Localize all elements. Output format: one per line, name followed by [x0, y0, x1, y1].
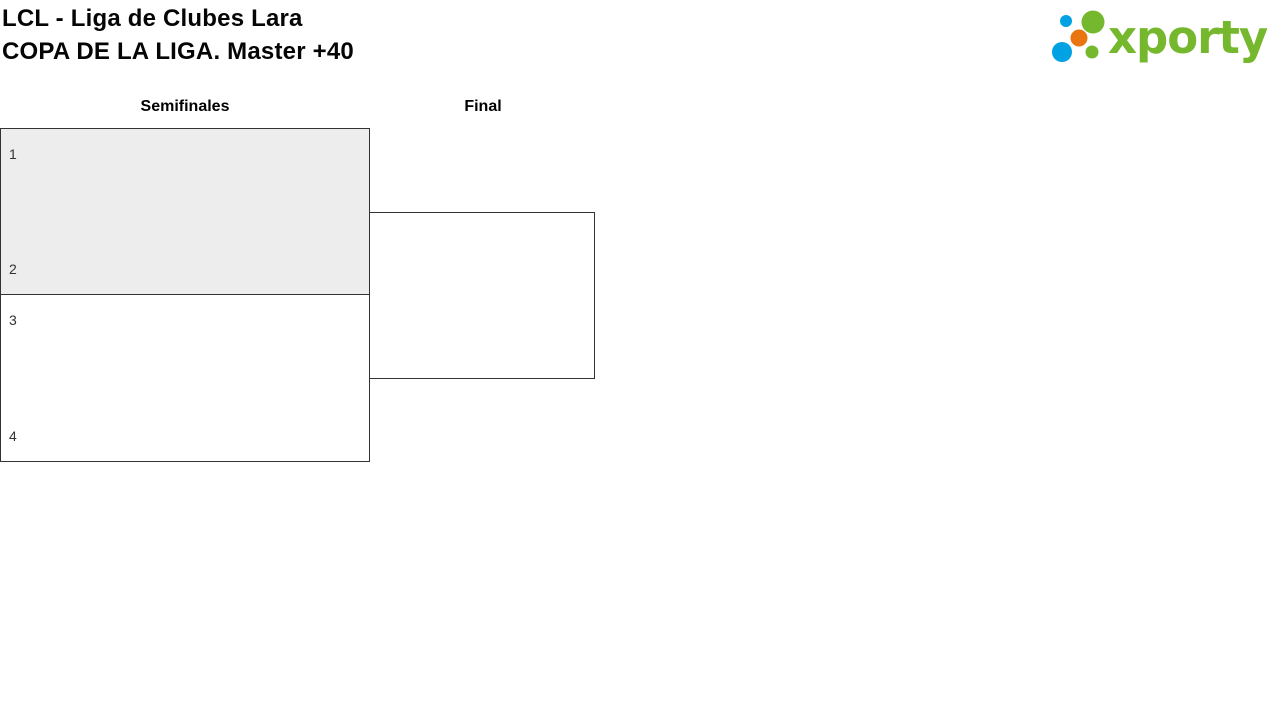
round-header-semifinals: Semifinales — [140, 98, 230, 115]
seed-label: 3 — [9, 312, 17, 328]
round-headers: Semifinales Final — [0, 97, 596, 117]
logo-dots-icon — [1052, 10, 1105, 62]
match-box-semifinal-1[interactable]: 1 2 — [0, 128, 370, 295]
seed-label — [378, 346, 586, 360]
seed-label: 4 — [9, 428, 17, 444]
match-box-semifinal-2[interactable]: 3 4 — [0, 294, 370, 462]
tournament-subtitle: COPA DE LA LIGA. Master +40 — [2, 38, 354, 65]
tournament-title: LCL - Liga de Clubes Lara — [2, 5, 303, 32]
tournament-header: LCL - Liga de Clubes Lara COPA DE LA LIG… — [2, 2, 354, 68]
xporty-logo[interactable]: xporty — [1045, 0, 1277, 76]
seed-label — [378, 231, 586, 245]
match-box-final[interactable] — [369, 212, 595, 379]
round-header-final: Final — [464, 98, 502, 115]
seed-label: 2 — [9, 261, 17, 277]
seed-label: 1 — [9, 146, 17, 162]
logo-wordmark: xporty — [1108, 11, 1268, 64]
xporty-logo-graphic: xporty — [1052, 10, 1269, 64]
